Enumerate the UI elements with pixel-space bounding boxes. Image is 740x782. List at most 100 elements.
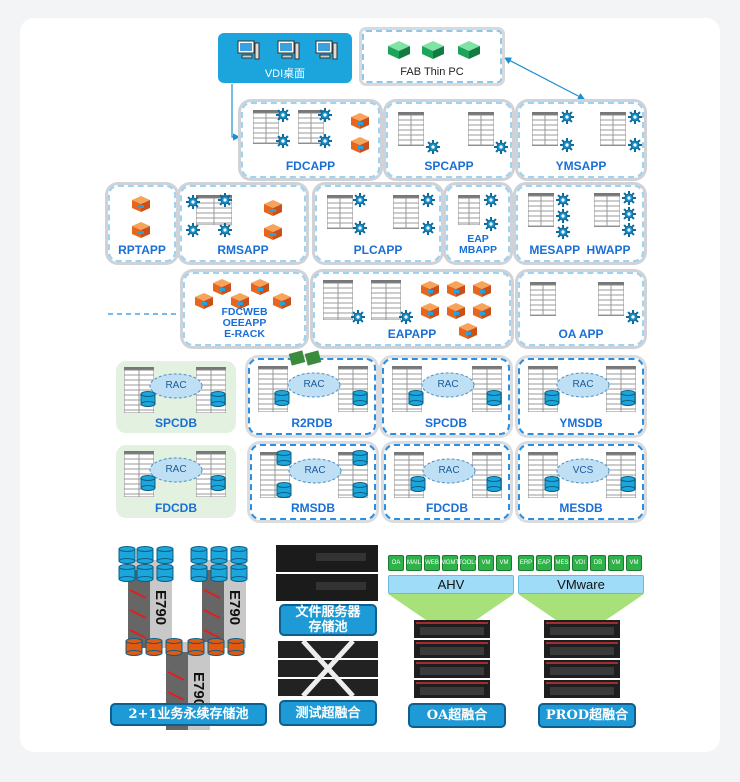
gear-icon xyxy=(276,108,290,127)
funnel-shape xyxy=(388,594,514,625)
gear-icon xyxy=(622,191,636,210)
cluster-label: RAC xyxy=(437,379,459,390)
box-label: FDCDB xyxy=(155,501,197,515)
vdi-desktop-box: VDI桌面 xyxy=(218,33,352,83)
database-icon xyxy=(352,390,368,411)
fab-thin-pc-box: FAB Thin PC xyxy=(362,30,502,83)
cluster-ellipse: RAC xyxy=(287,372,341,403)
box-label: FDCWEB OEEAPP E-RACK xyxy=(221,306,268,340)
disk-icon xyxy=(227,638,245,661)
database-icon xyxy=(352,482,368,503)
database-icon xyxy=(486,476,502,497)
vm-tag: MGMT xyxy=(441,555,459,571)
box-label: R2RDB xyxy=(291,416,333,430)
cluster-ellipse: RAC xyxy=(149,457,203,488)
gear-icon xyxy=(426,140,440,159)
disk-icon xyxy=(136,564,154,587)
vm-tag: TOOLs xyxy=(458,555,478,571)
server-rack-icon xyxy=(467,112,495,151)
rptapp-box: RPTAPP xyxy=(108,185,176,262)
database-icon xyxy=(140,475,156,496)
database-icon xyxy=(408,390,424,411)
computer-icon xyxy=(314,39,338,66)
virtual-machine-icon xyxy=(419,302,441,325)
server-rack-icon xyxy=(326,195,354,234)
database-icon xyxy=(486,390,502,411)
server-rack-icon xyxy=(397,112,425,151)
virtual-machine-icon xyxy=(471,280,493,303)
vdi-label: VDI桌面 xyxy=(264,68,306,80)
fab-to-ymsapp-arrow xyxy=(503,57,586,100)
server-rack-icon xyxy=(370,280,402,325)
gear-icon xyxy=(421,221,435,240)
box-label: RPTAPP xyxy=(118,243,166,257)
box-label: SPCAPP xyxy=(424,159,474,173)
database-icon xyxy=(620,476,636,497)
box-label: RMSAPP xyxy=(217,243,269,257)
oa-hci-label: OA超融合 xyxy=(408,703,506,728)
vdi-to-fdcapp-arrow xyxy=(231,84,241,141)
disk-icon xyxy=(165,638,183,661)
cluster-label: RAC xyxy=(304,465,326,476)
gear-icon xyxy=(494,140,508,159)
memory-module-icon xyxy=(288,350,328,371)
disk-icon xyxy=(230,564,248,587)
disk-icon xyxy=(190,546,208,569)
eap-mbapp-box: EAP MBAPP xyxy=(446,185,510,262)
vm-tag: VM xyxy=(478,555,494,571)
gear-icon xyxy=(628,138,642,157)
gear-icon xyxy=(622,223,636,242)
cluster-label: RAC xyxy=(303,379,325,390)
cluster-label: RAC xyxy=(438,465,460,476)
virtual-machine-icon xyxy=(193,292,215,315)
spcdb-a-box: RAC SPCDB xyxy=(116,361,236,433)
oaapp-box: OA APP xyxy=(518,272,644,346)
disk-icon xyxy=(207,638,225,661)
disk-icon xyxy=(190,564,208,587)
hypervisor-bar: VMware xyxy=(518,575,644,594)
server-rack-icon xyxy=(593,193,621,232)
disk-icon xyxy=(156,564,174,587)
disk-icon xyxy=(145,638,163,661)
vm-tag: EAP xyxy=(536,555,552,571)
file-pool-label: 文件服务器 存储池 xyxy=(279,604,377,636)
virtual-machine-icon xyxy=(445,302,467,325)
gear-icon xyxy=(556,209,570,228)
box-label: EAP MBAPP xyxy=(459,233,497,256)
cluster-label: RAC xyxy=(165,380,187,391)
file-server-icon xyxy=(276,545,378,606)
virtual-machine-icon xyxy=(419,280,441,303)
virtual-machine-icon xyxy=(349,136,371,159)
server-stack-icon xyxy=(544,620,620,705)
cluster-ellipse: RAC xyxy=(556,372,610,403)
storage-array-icon: E790 xyxy=(196,560,248,653)
fdcweb-box: FDCWEB OEEAPP E-RACK xyxy=(183,272,306,346)
gear-icon xyxy=(560,110,574,129)
gear-icon xyxy=(276,134,290,153)
server-rack-icon xyxy=(322,280,354,325)
disk-icon xyxy=(156,546,174,569)
database-icon xyxy=(544,390,560,411)
gear-icon xyxy=(421,193,435,212)
hypervisor-bar: AHV xyxy=(388,575,514,594)
vm-tag: VM xyxy=(496,555,512,571)
ymsapp-box: YMSAPP xyxy=(518,102,644,178)
fdcapp-box: FDCAPP xyxy=(241,102,380,178)
server-stack-icon xyxy=(414,620,490,705)
server-rack-icon xyxy=(392,195,420,234)
database-icon xyxy=(276,450,292,471)
box-label: MESAPP HWAPP xyxy=(529,243,631,257)
disk-icon xyxy=(125,638,143,661)
box-label: SPCDB xyxy=(154,416,197,430)
server-rack-icon xyxy=(531,112,559,151)
vm-tag: VM xyxy=(608,555,624,571)
virtual-machine-icon xyxy=(262,199,284,222)
database-icon xyxy=(274,390,290,411)
disk-icon xyxy=(210,546,228,569)
database-icon xyxy=(352,450,368,471)
